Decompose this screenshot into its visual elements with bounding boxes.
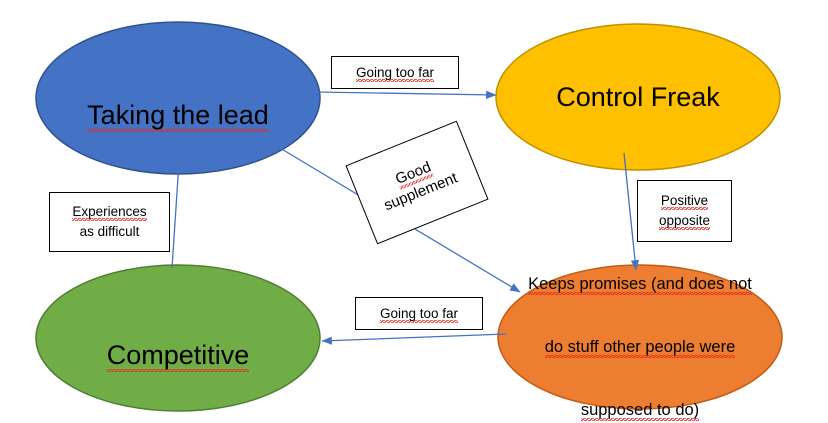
spellcheck-underline: opposite: [658, 213, 711, 230]
arrow-control-to-keeps[interactable]: [623, 152, 640, 271]
edge-label-line-1: Positive: [659, 191, 710, 211]
edge-label-text: Good supplement: [374, 150, 461, 215]
node-label-line-1: Keeps promises (and does not: [528, 253, 752, 295]
node-label-taking-the-lead: Taking the lead: [87, 63, 269, 132]
arrow-keeps-to-competitive[interactable]: [321, 333, 507, 345]
node-label-keeps-promises: Keeps promises (and does not do stuff ot…: [528, 231, 752, 423]
node-label-control-freak: Control Freak: [556, 81, 720, 112]
edge-label-going-too-far-bottom[interactable]: Going too far: [355, 297, 483, 330]
edge-label-going-too-far-top[interactable]: Going too far: [331, 56, 459, 89]
node-label-line-3: supposed to do): [528, 379, 752, 422]
spellcheck-underline: Competitive: [106, 340, 250, 372]
node-label-competitive: Competitive: [106, 303, 250, 372]
spellcheck-underline: Going too far: [379, 305, 459, 323]
edge-label-line-2: as difficult: [79, 224, 140, 239]
node-competitive[interactable]: Competitive: [36, 265, 320, 411]
spellcheck-underline: do stuff other people were: [544, 338, 736, 358]
spellcheck-underline: Taking the lead: [87, 100, 269, 132]
edge-label-line-1: Experiences: [72, 202, 147, 222]
node-label-line-2: do stuff other people were: [528, 316, 752, 358]
spellcheck-underline: supposed to do): [580, 401, 700, 422]
edge-label-experiences-as-difficult[interactable]: Experiences as difficult: [49, 192, 170, 252]
edge-label-text: Going too far: [379, 304, 459, 324]
spellcheck-underline: Keeps promises (and does not: [528, 274, 752, 295]
edge-label-text: Positive opposite: [658, 191, 711, 231]
edge-label-line-2: opposite: [658, 211, 711, 231]
spellcheck-underline: Positive: [660, 193, 709, 211]
spellcheck-underline: Experiences: [72, 204, 147, 222]
node-keeps-promises[interactable]: Keeps promises (and does not do stuff ot…: [498, 265, 782, 422]
arrow-lead-to-control[interactable]: [315, 90, 497, 99]
arrow-competitive-to-lead[interactable]: [171, 161, 183, 269]
spellcheck-underline: Going too far: [355, 64, 435, 82]
node-taking-the-lead[interactable]: Taking the lead: [36, 22, 320, 174]
edge-label-text: Going too far: [355, 63, 435, 83]
node-control-freak[interactable]: Control Freak: [496, 24, 780, 170]
edge-label-text: Experiences as difficult: [72, 202, 147, 241]
edge-label-positive-opposite[interactable]: Positive opposite: [637, 180, 732, 242]
ellipse-competitive[interactable]: [35, 264, 321, 412]
